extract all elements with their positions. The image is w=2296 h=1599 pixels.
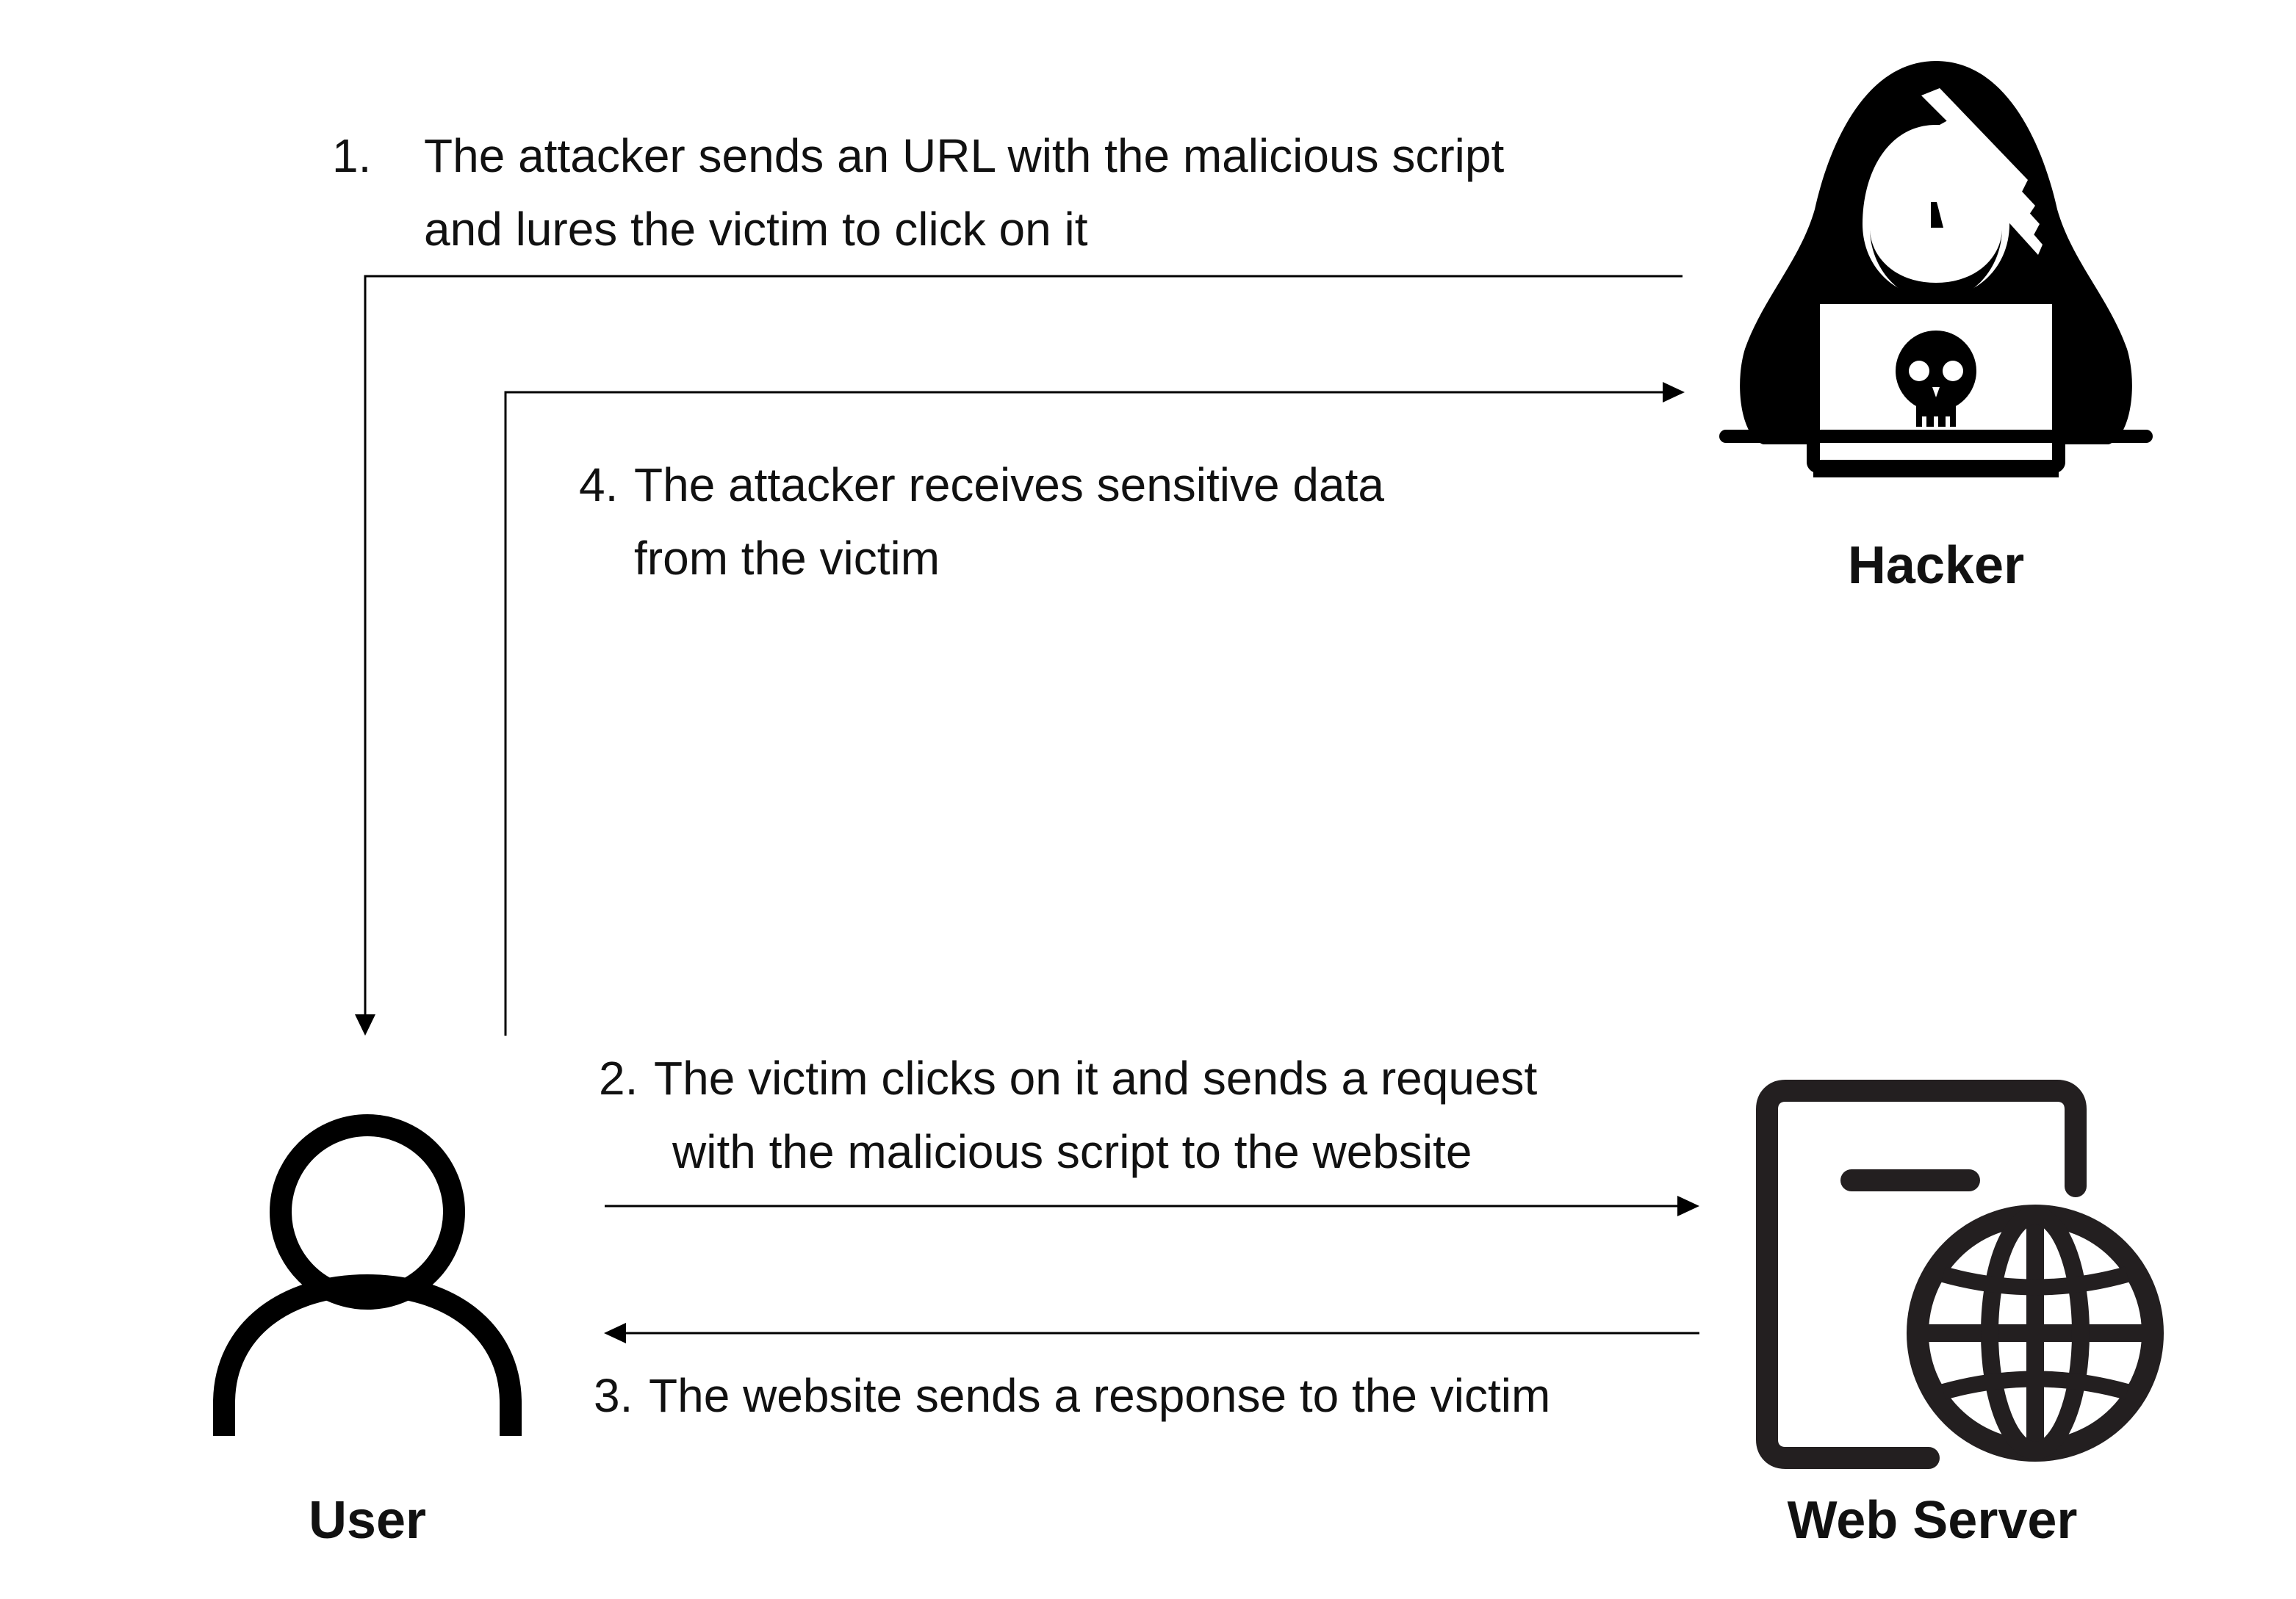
user-icon — [213, 1109, 522, 1440]
user-label: User — [308, 1491, 427, 1550]
step2-line1: 2.The victim clicks on it and sends a re… — [599, 1042, 1537, 1115]
step2-number: 2. — [599, 1052, 638, 1105]
step4-number: 4. — [579, 458, 619, 511]
step3-number: 3. — [594, 1369, 633, 1422]
step1-text: 1.The attacker sends an URL with the mal… — [332, 119, 1504, 266]
step4-line1: 4.The attacker receives sensitive data — [579, 448, 1384, 521]
arrow-step4-user-to-hacker — [504, 391, 1668, 1036]
arrowhead-step1 — [355, 1014, 375, 1036]
step1-number: 1. — [332, 129, 372, 182]
step3-text: 3.The website sends a response to the vi… — [594, 1359, 1550, 1432]
arrow-step1-hacker-to-user — [364, 275, 1683, 1028]
step1-line2: and lures the victim to click on it — [424, 203, 1088, 256]
step2-line2: with the malicious script to the website — [672, 1125, 1472, 1178]
step4-line2: from the victim — [634, 532, 940, 585]
step4-text: 4.The attacker receives sensitive data f… — [579, 448, 1384, 595]
hacker-icon — [1719, 55, 2153, 496]
step3-line1: 3.The website sends a response to the vi… — [594, 1359, 1550, 1432]
web-server-label: Web Server — [1787, 1491, 2078, 1550]
arrowhead-step3 — [604, 1323, 626, 1343]
hacker-label: Hacker — [1847, 536, 2025, 595]
step1-line1: 1.The attacker sends an URL with the mal… — [332, 119, 1504, 192]
arrowhead-step4 — [1663, 382, 1685, 403]
step2-text: 2.The victim clicks on it and sends a re… — [599, 1042, 1537, 1188]
arrowhead-step2 — [1677, 1196, 1699, 1216]
web-server-icon — [1756, 1076, 2175, 1473]
